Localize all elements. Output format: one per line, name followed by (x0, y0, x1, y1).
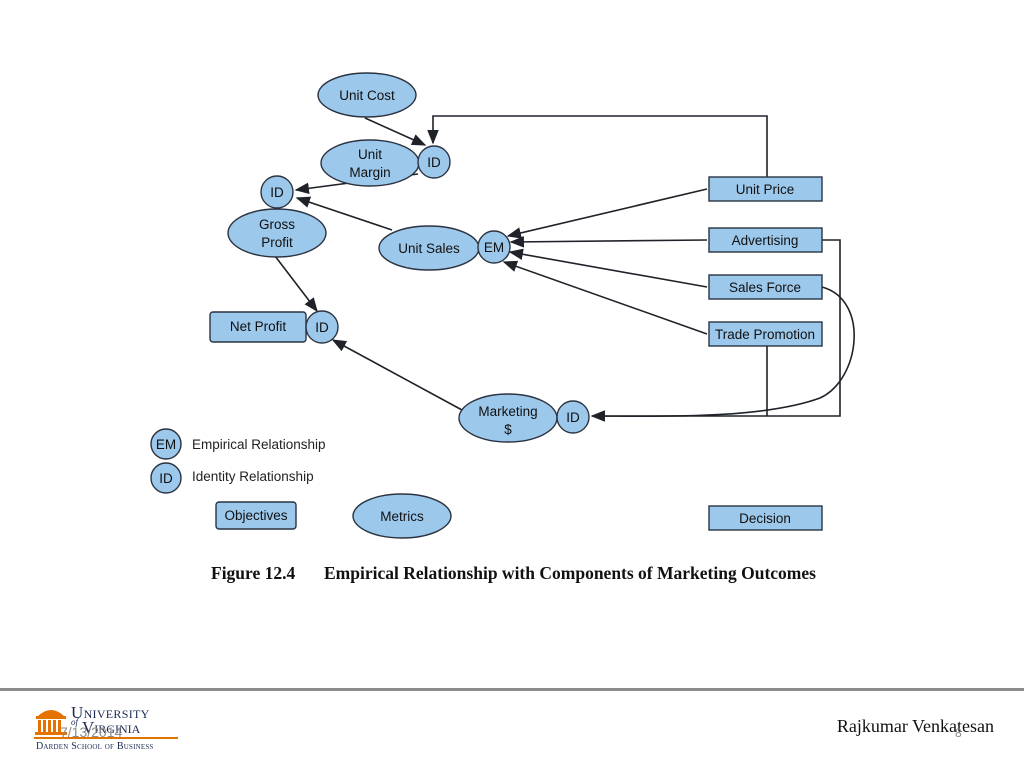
edge-unitprice-to-em (506, 188, 708, 239)
legend-objectives: Objectives (215, 501, 297, 530)
edge-unitcost-to-id (364, 117, 427, 146)
id-badge-net-profit: ID (305, 310, 339, 344)
node-unit-cost: Unit Cost (317, 72, 417, 118)
svg-text:Net Profit: Net Profit (230, 319, 287, 334)
slide-number: 8 (955, 726, 962, 740)
node-advertising: Advertising (708, 227, 823, 253)
edge-tradepromo-to-em (502, 260, 708, 335)
svg-text:Unit Price: Unit Price (736, 182, 795, 197)
node-sales-force: Sales Force (708, 274, 823, 300)
svg-text:ID: ID (427, 155, 441, 170)
figure-caption: Figure 12.4 Empirical Relationship with … (211, 563, 816, 583)
slide-author: Rajkumar Venkatesan (836, 716, 994, 736)
node-unit-sales: Unit Sales (378, 225, 480, 271)
svg-text:Unit Sales: Unit Sales (398, 241, 460, 256)
slide-date: 7/13/2014 (60, 724, 123, 740)
svg-text:EM: EM (484, 240, 504, 255)
svg-text:Unit: Unit (358, 147, 382, 162)
svg-text:ID: ID (159, 471, 173, 486)
svg-text:Metrics: Metrics (380, 509, 424, 524)
node-gross-profit: Gross Profit (227, 208, 327, 258)
edge-salesforce-to-em (508, 248, 708, 288)
legend: EM Empirical Relationship ID Identity Re… (150, 428, 823, 539)
svg-text:Empirical Relationship: Empirical Relationship (192, 437, 326, 452)
svg-text:ID: ID (270, 185, 284, 200)
id-badge-gross-profit: ID (260, 175, 294, 209)
legend-metrics: Metrics (352, 493, 452, 539)
logo-university-text: University (71, 703, 150, 722)
edge-advertising-to-em (509, 236, 708, 248)
legend-em: EM Empirical Relationship (150, 428, 326, 460)
node-net-profit: Net Profit (209, 311, 307, 343)
legend-decision: Decision (708, 505, 823, 531)
edge-grossprofit-to-net-id (274, 255, 318, 313)
svg-text:$: $ (504, 422, 512, 437)
node-unit-margin: Unit Margin (320, 139, 420, 187)
svg-text:Empirical Relationship with Co: Empirical Relationship with Components o… (324, 563, 816, 583)
svg-text:ID: ID (315, 320, 329, 335)
id-badge-unit-margin: ID (417, 145, 451, 179)
svg-text:Decision: Decision (739, 511, 791, 526)
edge-advertising-to-marketing-id (594, 239, 841, 417)
svg-text:Sales Force: Sales Force (729, 280, 801, 295)
svg-text:Advertising: Advertising (732, 233, 799, 248)
svg-text:ID: ID (566, 410, 580, 425)
svg-text:Profit: Profit (261, 235, 293, 250)
logo-divider (34, 737, 178, 739)
logo-school-text: Darden School of Business (36, 741, 154, 752)
uva-darden-logo: University of Virginia Darden School of … (34, 703, 184, 761)
edge-marketing-to-net-id (331, 339, 463, 411)
svg-text:Identity Relationship: Identity Relationship (192, 469, 314, 484)
svg-text:Gross: Gross (259, 217, 295, 232)
node-unit-price: Unit Price (708, 176, 823, 202)
edges (274, 115, 855, 422)
legend-id: ID Identity Relationship (150, 462, 314, 494)
edge-salesforce-to-marketing-id (590, 286, 855, 422)
rotunda-icon (35, 710, 67, 735)
edge-unitprice-to-id (427, 115, 768, 177)
svg-text:Objectives: Objectives (224, 508, 287, 523)
svg-text:EM: EM (156, 437, 176, 452)
logo-of-text: of (71, 717, 79, 727)
svg-text:Trade Promotion: Trade Promotion (715, 327, 815, 342)
node-marketing-dollars: Marketing $ (458, 393, 558, 443)
node-trade-promotion: Trade Promotion (708, 321, 823, 347)
id-badge-marketing: ID (556, 400, 590, 434)
svg-text:Margin: Margin (349, 165, 390, 180)
logo-virginia-text: Virginia (82, 718, 141, 737)
edge-unitsales-to-gross-id (295, 196, 393, 231)
em-badge-unit-sales: EM (477, 230, 511, 264)
svg-text:Unit Cost: Unit Cost (339, 88, 395, 103)
footer-divider (0, 688, 1024, 691)
svg-text:Figure 12.4: Figure 12.4 (211, 563, 296, 583)
svg-text:Marketing: Marketing (478, 404, 537, 419)
marketing-outcomes-diagram: Unit Cost Unit Margin ID ID Gross Profit… (150, 72, 855, 583)
